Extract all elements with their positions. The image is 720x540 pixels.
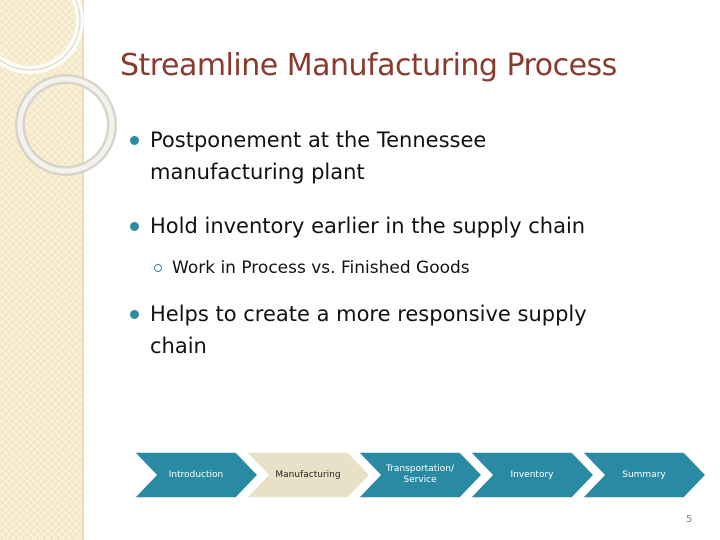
page-number: 5 xyxy=(686,514,693,525)
bullet-text-line: Helps to create a more responsive supply xyxy=(150,302,587,326)
process-step-text: Transportation/ xyxy=(385,464,455,474)
process-step-manufacturing-label: Manufacturing xyxy=(268,452,348,498)
bullet-text-line: chain xyxy=(150,334,207,358)
bullet-text-line: Hold inventory earlier in the supply cha… xyxy=(150,214,586,238)
process-step-summary-label: Summary xyxy=(604,452,684,498)
bullet-item: Helps to create a more responsive supply… xyxy=(128,298,688,362)
process-step-inventory-shape xyxy=(468,451,596,499)
bullet-dot-icon xyxy=(130,222,139,231)
bullet-list: Postponement at the Tennessee manufactur… xyxy=(128,124,688,384)
bullet-item: Hold inventory earlier in the supply cha… xyxy=(128,210,688,242)
process-step-text: Service xyxy=(403,475,437,485)
process-step-introduction-shape xyxy=(132,451,260,499)
process-step-text: Manufacturing xyxy=(275,469,341,480)
process-step-manufacturing-shape xyxy=(244,451,372,499)
decorative-circle-middle-highlight xyxy=(17,76,115,174)
sub-bullet-text: Work in Process vs. Finished Goods xyxy=(172,258,470,278)
sub-bullet-ring-icon xyxy=(154,264,162,272)
process-step-inventory-label: Inventory xyxy=(492,452,572,498)
decorative-circles xyxy=(0,0,117,176)
bullet-text-line: manufacturing plant xyxy=(150,160,365,184)
process-step-introduction-label: Introduction xyxy=(156,452,236,498)
bullet-text-line: Postponement at the Tennessee xyxy=(150,128,487,152)
process-step-transportation-shape xyxy=(356,451,484,499)
decorative-circle-top-outline xyxy=(0,0,81,71)
side-band-edge xyxy=(82,0,84,540)
bullet-item: Postponement at the Tennessee manufactur… xyxy=(128,124,688,188)
bullet-dot-icon xyxy=(130,136,139,145)
process-step-text: Summary xyxy=(622,469,666,480)
process-step-summary-shape xyxy=(580,451,708,499)
slide-title: Streamline Manufacturing Process xyxy=(120,48,617,83)
process-step-text: Introduction xyxy=(168,469,224,480)
process-step-transportation-label: Transportation/ Service xyxy=(380,452,460,498)
process-step-text: Inventory xyxy=(510,469,554,480)
sub-bullet-item: Work in Process vs. Finished Goods xyxy=(128,252,688,284)
bullet-dot-icon xyxy=(130,310,139,319)
